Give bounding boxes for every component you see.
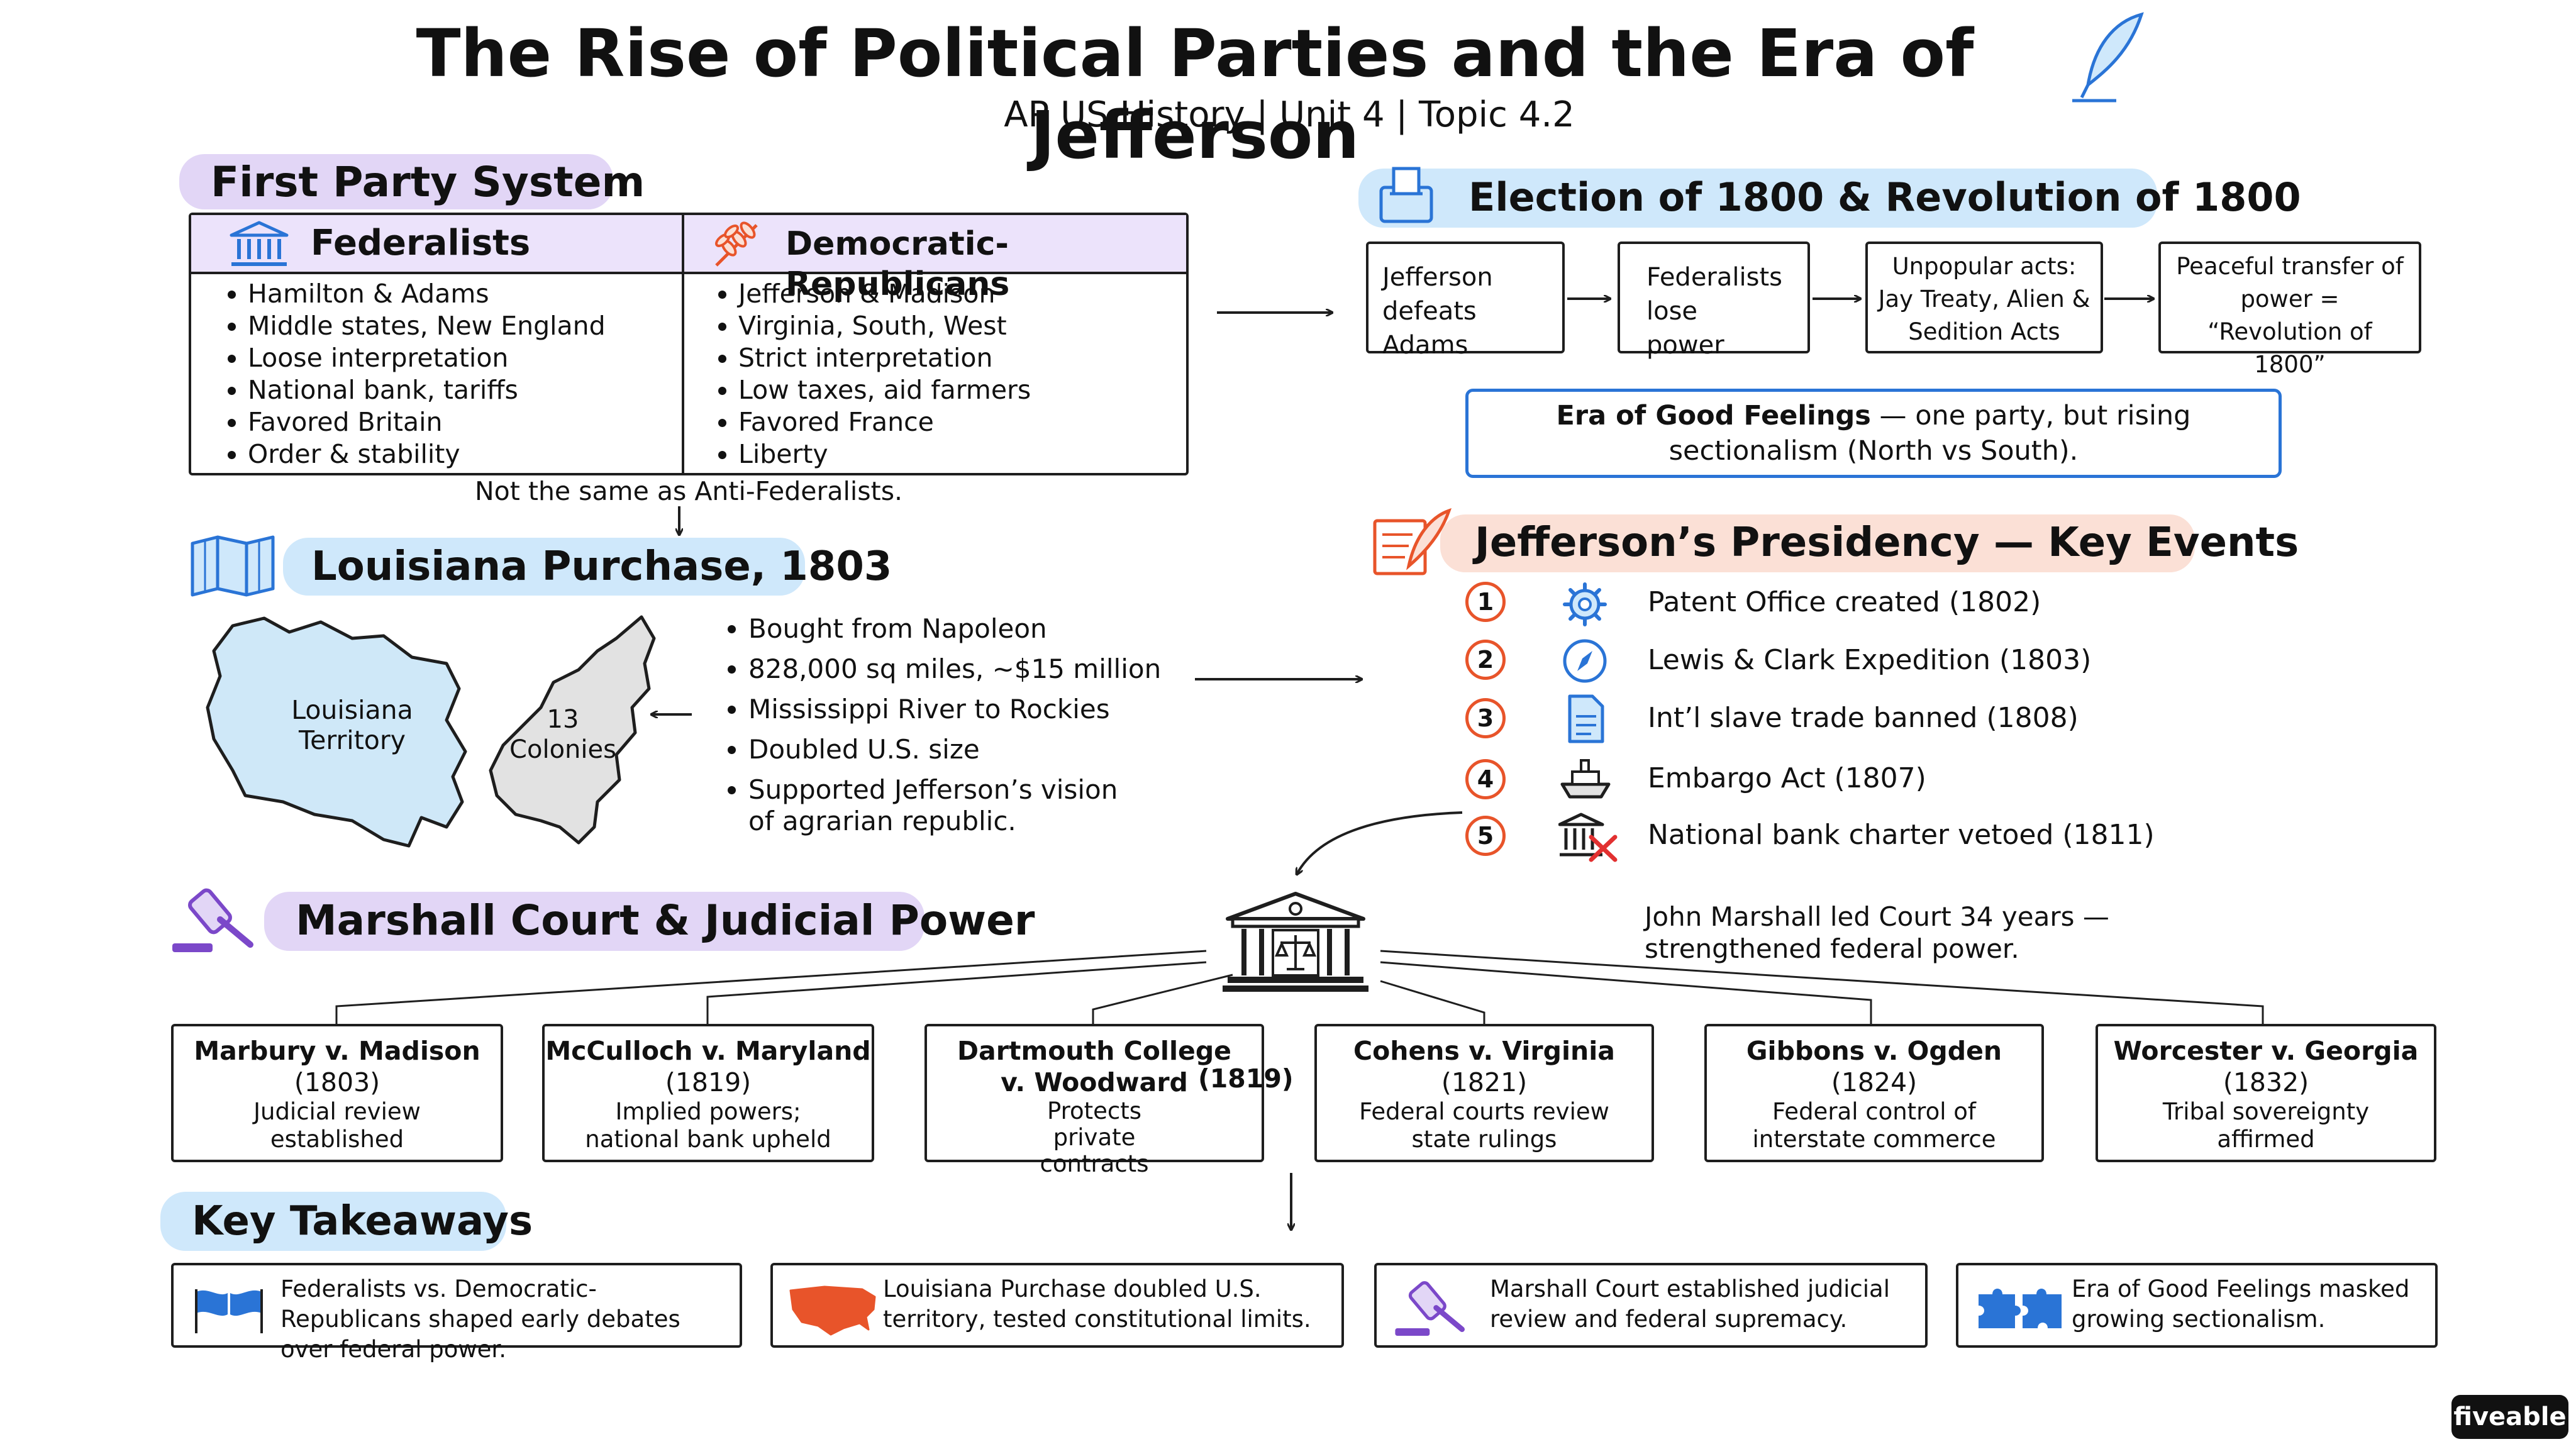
gavel-icon [1395,1281,1465,1336]
event-number-3: 3 [1465,698,1506,738]
list-item: Strict interpretation [738,342,1204,374]
list-item: Jefferson & Madison [738,278,1204,310]
page-subtitle: AP US History | Unit 4 | Topic 4.2 [1004,94,1575,135]
courthouse-icon [1223,892,1368,992]
gavel-icon [172,888,253,952]
takeaway-card-4: Era of Good Feelings masked growing sect… [1956,1263,2438,1348]
highlight-takeaways [160,1192,506,1251]
highlight-election [1358,169,2157,228]
thirteen-colonies-label: 13 Colonies [509,705,616,764]
party-comparison-table: Federalists Democratic-Republicans Hamil… [189,213,1189,475]
dartmouth-year: (1819) [1198,1063,1294,1094]
dr-title: Democratic-Republicans [786,225,1010,303]
list-item: Order & stability [248,438,701,470]
puzzle-icon [1979,1289,2062,1328]
wheat-icon [715,221,758,267]
election-step-2: Federalists lose power [1618,242,1810,360]
thirteen-colonies-map [489,615,656,845]
building-columns-icon [230,221,289,266]
event-number-5: 5 [1465,816,1506,856]
us-map-icon [789,1285,876,1336]
case-box-gibbons: Gibbons v. Ogden (1824) Federal control … [1704,1024,2044,1162]
case-box-marbury: Marbury v. Madison (1803) Judicial revie… [171,1024,503,1162]
anti-federalists-note: Not the same as Anti-Federalists. [475,476,903,506]
presidency-events-list: 1 Patent Office created (1802) 2 Lewis &… [1465,582,2472,865]
party-table-header-row [191,215,1186,274]
list-item: Loose interpretation [248,342,701,374]
good-feelings-box: Era of Good Feelings — one party, but ri… [1465,389,2282,478]
list-item: Liberty [738,438,1204,470]
takeaway-card-1: Federalists vs. Democratic-Republicans s… [171,1263,742,1363]
compass-icon [1563,639,1607,683]
highlight-first-party [179,154,613,209]
flags-icon [195,1289,263,1333]
takeaway-card-3: Marshall Court established judicial revi… [1374,1263,1928,1348]
event-text-1: Patent Office created (1802) [1648,586,2041,618]
list-item: Virginia, South, West [738,310,1204,342]
dr-list: Jefferson & Madison Virginia, South, Wes… [707,278,1204,470]
good-feelings-label: Era of Good Feelings [1556,400,1871,431]
takeaway-text-2: Louisiana Purchase doubled U.S. territor… [883,1275,1311,1333]
list-item: Middle states, New England [248,310,701,342]
bank-veto-icon [1558,813,1618,862]
list-item: Hamilton & Adams [248,278,701,310]
ship-icon [1560,759,1611,799]
arrow-presidency-to-court [1297,811,1463,874]
marshall-heading: Marshall Court & Judicial Power [296,896,1035,945]
list-item: Bought from Napoleon [748,613,1201,645]
takeaways-heading: Key Takeaways [192,1198,533,1245]
first-party-heading: First Party System [211,158,645,206]
election-step-4: Peaceful transfer of power = “Revolution… [2158,242,2421,378]
takeaway-text-3: Marshall Court established judicial revi… [1490,1275,1890,1333]
election-heading: Election of 1800 & Revolution of 1800 [1468,174,2301,220]
louisiana-heading: Louisiana Purchase, 1803 [311,543,892,590]
highlight-presidency [1440,514,2195,572]
document-icon [1568,694,1604,743]
list-item: 828,000 sq miles, ~$15 million [748,653,1201,685]
marshall-note: John Marshall led Court 34 years — stren… [1645,901,2109,964]
highlight-louisiana [283,538,805,596]
takeaway-text-1: Federalists vs. Democratic-Republicans s… [280,1275,680,1363]
event-text-5: National bank charter vetoed (1811) [1648,819,2155,851]
list-item: Low taxes, aid farmers [738,374,1204,406]
federalists-title: Federalists [311,223,531,264]
list-item: Supported Jefferson’s vision of agrarian… [748,774,1151,837]
page-title: The Rise of Political Parties and the Er… [416,15,1974,174]
court-branch-lines [335,950,2264,1025]
party-table-divider [682,215,684,473]
takeaway-card-2: Louisiana Purchase doubled U.S. territor… [770,1263,1344,1348]
event-number-4: 4 [1465,759,1506,799]
fiveable-logo[interactable]: fiveable [2451,1395,2568,1439]
folded-map-icon [191,535,275,597]
election-step-1: Jefferson defeats Adams [1366,242,1565,360]
event-text-2: Lewis & Clark Expedition (1803) [1648,644,2092,676]
louisiana-facts: Bought from Napoleon 828,000 sq miles, ~… [717,613,1201,837]
ballot-box-icon [1379,167,1433,223]
good-feelings-text: — one party, but rising sectionalism (No… [1668,400,2191,467]
event-number-2: 2 [1465,640,1506,680]
louisiana-territory-label: Louisiana Territory [291,695,413,755]
quill-icon [2072,12,2144,103]
event-text-4: Embargo Act (1807) [1648,762,1926,794]
case-box-worcester: Worcester v. Georgia (1832) Tribal sover… [2096,1024,2436,1162]
case-box-mcculloch: McCulloch v. Maryland (1819) Implied pow… [542,1024,874,1162]
event-number-1: 1 [1465,582,1506,622]
case-box-cohens: Cohens v. Virginia (1821) Federal courts… [1314,1024,1654,1162]
event-text-3: Int’l slave trade banned (1808) [1648,702,2079,734]
case-box-dartmouth: Dartmouth College v. Woodward Protects p… [924,1024,1264,1177]
gear-icon [1563,582,1607,626]
highlight-marshall [264,892,924,951]
list-item: National bank, tariffs [248,374,701,406]
louisiana-territory-map [206,616,467,848]
presidency-heading: Jefferson’s Presidency — Key Events [1475,519,2299,566]
quill-paper-icon [1373,508,1452,575]
list-item: Doubled U.S. size [748,734,1201,765]
list-item: Favored France [738,406,1204,438]
list-item: Mississippi River to Rockies [748,694,1201,725]
list-item: Favored Britain [248,406,701,438]
election-step-3: Unpopular acts: Jay Treaty, Alien & Sedi… [1865,242,2103,353]
takeaway-text-4: Era of Good Feelings masked growing sect… [2072,1275,2410,1333]
federalists-list: Hamilton & Adams Middle states, New Engl… [216,278,701,470]
